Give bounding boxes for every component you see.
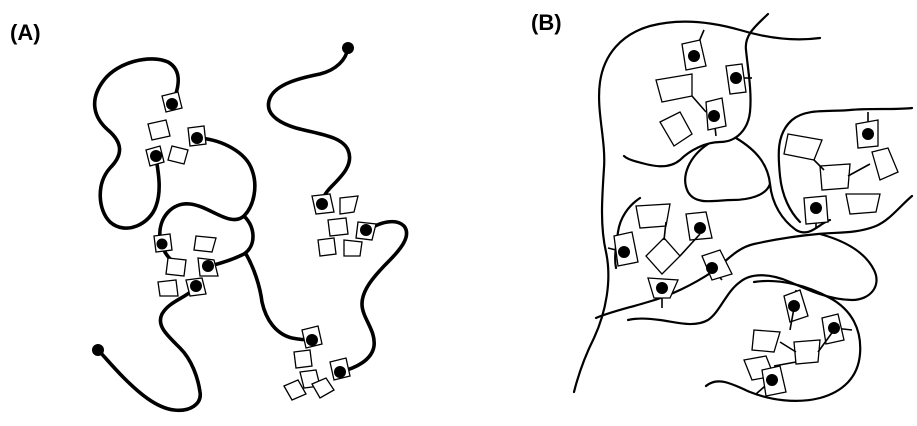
network-boundary bbox=[704, 279, 862, 402]
chain-a-left-loop bbox=[92, 57, 181, 230]
network-boundary bbox=[594, 194, 914, 320]
chain-a-middle-branch bbox=[208, 214, 255, 268]
hydrophobic-group bbox=[157, 279, 179, 297]
hydrophobic-group bbox=[293, 349, 313, 369]
tether-line bbox=[773, 361, 797, 367]
cluster-a4 bbox=[283, 325, 351, 401]
attachment-point bbox=[166, 98, 178, 110]
hydrophobic-group bbox=[783, 133, 823, 161]
network-boundary bbox=[777, 106, 914, 224]
tether-line bbox=[779, 341, 797, 353]
cluster-b3 bbox=[613, 203, 733, 299]
attachment-point bbox=[156, 238, 168, 250]
tether-line bbox=[813, 159, 825, 171]
hydrophobic-group bbox=[793, 339, 821, 365]
hydrophobic-group bbox=[311, 377, 335, 399]
attachment-point bbox=[688, 50, 700, 62]
attachment-point bbox=[766, 374, 778, 386]
chain-a-right-upper bbox=[266, 46, 352, 206]
hydrophobic-group bbox=[645, 237, 681, 275]
hydrophobic-group bbox=[819, 163, 851, 191]
hydrophobic-group bbox=[283, 379, 307, 401]
panel-label-b: (B) bbox=[531, 10, 562, 35]
network-boundary bbox=[684, 142, 772, 203]
attachment-point bbox=[706, 262, 718, 274]
tether-line bbox=[847, 163, 871, 177]
hydrophobic-group bbox=[871, 147, 899, 181]
cluster-b1 bbox=[655, 39, 747, 147]
chain-a-lower bbox=[96, 284, 202, 413]
attachment-point bbox=[708, 110, 720, 122]
panel-b-diagram bbox=[572, 12, 914, 402]
panel-a-diagram bbox=[92, 42, 409, 413]
chain-end-dot bbox=[342, 42, 354, 54]
hydrophobic-group bbox=[655, 73, 693, 103]
attachment-point bbox=[190, 280, 202, 292]
network-boundary bbox=[734, 136, 832, 234]
hydrophobic-group bbox=[339, 195, 359, 215]
attachment-point bbox=[810, 202, 822, 214]
network-boundary bbox=[626, 232, 878, 326]
hydrophobic-group bbox=[343, 239, 363, 257]
hydrophobic-group bbox=[635, 203, 671, 229]
hydrophobic-group bbox=[659, 111, 693, 147]
attachment-point bbox=[656, 282, 668, 294]
cluster-a2 bbox=[153, 233, 219, 297]
tether-line bbox=[663, 221, 667, 241]
attachment-point bbox=[334, 366, 346, 378]
attachment-point bbox=[316, 198, 328, 210]
attachment-point bbox=[306, 334, 318, 346]
attachment-point bbox=[618, 246, 630, 258]
attachment-point bbox=[694, 222, 706, 234]
network-boundary bbox=[614, 196, 642, 270]
hydrophobic-group bbox=[751, 329, 781, 353]
hydrophobic-group bbox=[147, 119, 171, 141]
attachment-point bbox=[191, 132, 203, 144]
hydrophobic-group bbox=[327, 217, 349, 237]
attachment-point bbox=[730, 72, 742, 84]
network-boundary bbox=[622, 12, 770, 168]
cluster-a3 bbox=[311, 193, 377, 257]
panel-label-a: (A) bbox=[10, 20, 41, 45]
cluster-b4 bbox=[743, 289, 845, 397]
hydrophobic-group bbox=[167, 145, 189, 165]
cluster-b2 bbox=[783, 119, 899, 225]
hydrophobic-group bbox=[165, 257, 187, 277]
attachment-point bbox=[862, 128, 874, 140]
tether-line bbox=[691, 95, 707, 113]
tether-line bbox=[679, 233, 701, 257]
attachment-point bbox=[788, 300, 800, 312]
network-boundary bbox=[572, 20, 822, 394]
hydrophobic-group bbox=[317, 237, 337, 257]
hydrophobic-group bbox=[845, 193, 881, 215]
attachment-point bbox=[828, 322, 840, 334]
chain-a-center-long bbox=[244, 252, 314, 342]
hydrophobic-group bbox=[193, 235, 217, 253]
cluster-a1 bbox=[145, 91, 207, 167]
chain-end-dot bbox=[92, 344, 104, 356]
attachment-point bbox=[360, 224, 372, 236]
tether-line bbox=[817, 329, 835, 353]
attachment-point bbox=[150, 150, 162, 162]
attachment-point bbox=[202, 260, 214, 272]
chain-a-right-lower bbox=[338, 219, 409, 374]
